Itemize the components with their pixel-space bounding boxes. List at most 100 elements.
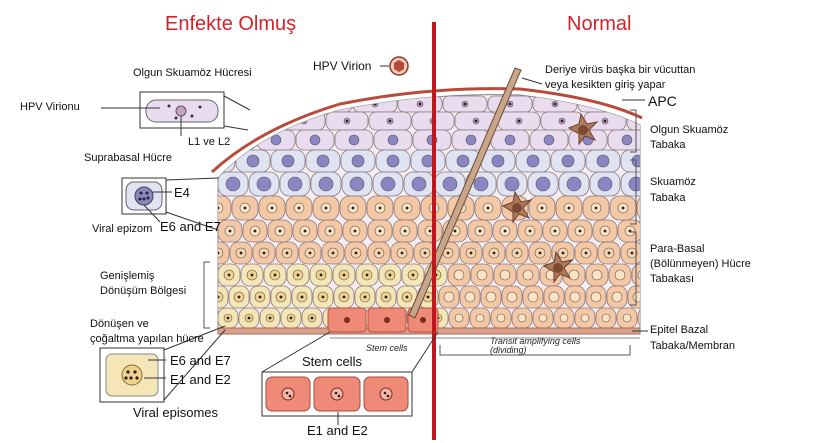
- label-apc: APC: [648, 93, 677, 109]
- virus-dot: [384, 295, 388, 299]
- virus-dot: [297, 206, 301, 210]
- virus-dot: [296, 273, 300, 277]
- hpv-virion-icon: [389, 56, 409, 76]
- virus-dot: [365, 273, 369, 277]
- label-l1-l2: L1 ve L2: [188, 136, 231, 148]
- cell-nucleus: [218, 202, 224, 214]
- cell-nucleus: [561, 154, 575, 168]
- virus-dot: [567, 206, 571, 210]
- cell-nucleus: [527, 291, 539, 303]
- cell-nucleus: [568, 269, 580, 281]
- label-parabasal-3: Tabakası: [650, 273, 695, 285]
- virus-dot: [373, 102, 377, 106]
- virus-dot: [378, 229, 382, 233]
- virus-dot: [354, 251, 358, 255]
- cell-nucleus: [569, 291, 581, 303]
- virus-dot: [403, 229, 407, 233]
- label-e4: E4: [174, 185, 190, 200]
- virus-dot: [503, 229, 507, 233]
- virus-dot: [250, 273, 254, 277]
- cell-nucleus: [246, 154, 260, 168]
- cell-nucleus: [349, 176, 365, 192]
- skin-surface-line: [210, 87, 643, 174]
- cell-nucleus: [287, 176, 303, 192]
- virus-dot: [253, 229, 257, 233]
- virus-dot: [218, 206, 220, 210]
- virus-dot: [621, 206, 625, 210]
- virus-dot: [560, 119, 564, 123]
- inset-transforming-cell: [99, 347, 165, 403]
- virus-dot: [324, 206, 328, 210]
- label-olgun-skuamoz-hucresi: Olgun Skuamöz Hücresi: [133, 67, 252, 79]
- virus-dot: [328, 229, 332, 233]
- virus-dot: [553, 102, 557, 106]
- label-donusen-1: Dönüşen ve: [90, 318, 149, 330]
- cell-nucleus: [499, 269, 511, 281]
- virus-dot: [578, 229, 582, 233]
- cell-nucleus: [485, 291, 497, 303]
- label-donusen-2: çoğaltma yapılan hücre: [90, 333, 204, 345]
- label-e1-e2-lower: E1 and E2: [170, 372, 231, 387]
- virus-dot: [515, 251, 519, 255]
- label-hpv-virion: HPV Virion: [313, 59, 372, 73]
- label-suprabasal-hucre: Suprabasal Hücre: [84, 152, 173, 164]
- virus-dot: [278, 229, 282, 233]
- virus-dot: [553, 229, 557, 233]
- title-normal: Normal: [567, 13, 632, 35]
- virus-dot: [353, 229, 357, 233]
- virus-dot: [285, 251, 289, 255]
- virus-dot: [411, 273, 415, 277]
- cell-nucleus: [442, 176, 458, 192]
- cell-nucleus: [387, 134, 399, 146]
- cell-nucleus: [351, 154, 365, 168]
- virus-dot: [239, 251, 243, 255]
- epithelial-cell: [631, 263, 640, 287]
- virus-dot: [478, 229, 482, 233]
- virus-dot: [228, 229, 232, 233]
- virus-dot: [463, 102, 467, 106]
- label-skuamoz-1: Skuamöz: [650, 176, 696, 188]
- mature-layer-bracket: [630, 109, 637, 153]
- cell-nucleus: [596, 154, 610, 168]
- virus-dot: [508, 102, 512, 106]
- virus-dot: [647, 120, 650, 123]
- cell-nucleus: [517, 313, 527, 323]
- virus-dot: [268, 316, 272, 320]
- virus-dot: [319, 273, 323, 277]
- virus-dot: [377, 251, 381, 255]
- cell-nucleus: [411, 176, 427, 192]
- cell-nucleus: [218, 291, 224, 303]
- label-viral-epizom: Viral epizom: [92, 223, 153, 235]
- virus-dot: [603, 229, 607, 233]
- cell-nucleus: [386, 154, 400, 168]
- virus-dot: [538, 251, 542, 255]
- virus-dot: [453, 229, 457, 233]
- cell-nucleus: [526, 154, 540, 168]
- virus-dot: [331, 251, 335, 255]
- virus-dot: [363, 295, 367, 299]
- virus-dot: [328, 102, 332, 106]
- virus-dot: [279, 295, 283, 299]
- virus-dot: [561, 251, 565, 255]
- label-genislemis-1: Genişlemiş: [100, 270, 155, 282]
- cell-nucleus: [543, 134, 555, 146]
- stem-cell-row: [327, 307, 439, 333]
- cell-nucleus: [231, 134, 243, 146]
- cell-nucleus: [496, 313, 506, 323]
- virus-dot: [289, 316, 293, 320]
- virus-dot: [237, 295, 241, 299]
- epithelial-cell: [218, 241, 230, 265]
- label-parabasal-1: Para-Basal: [650, 243, 705, 255]
- virus-dot: [227, 273, 231, 277]
- cell-nucleus: [535, 176, 551, 192]
- label-epitel-1: Epitel Bazal: [650, 324, 709, 336]
- cell-nucleus: [318, 176, 334, 192]
- label-stem-cells-big: Stem cells: [302, 354, 362, 369]
- virus-dot: [303, 229, 307, 233]
- virus-dot: [607, 251, 611, 255]
- apc-cell-3: [542, 250, 574, 284]
- cell-nucleus: [644, 314, 652, 322]
- virus-dot: [351, 206, 355, 210]
- cell-nucleus: [281, 100, 289, 108]
